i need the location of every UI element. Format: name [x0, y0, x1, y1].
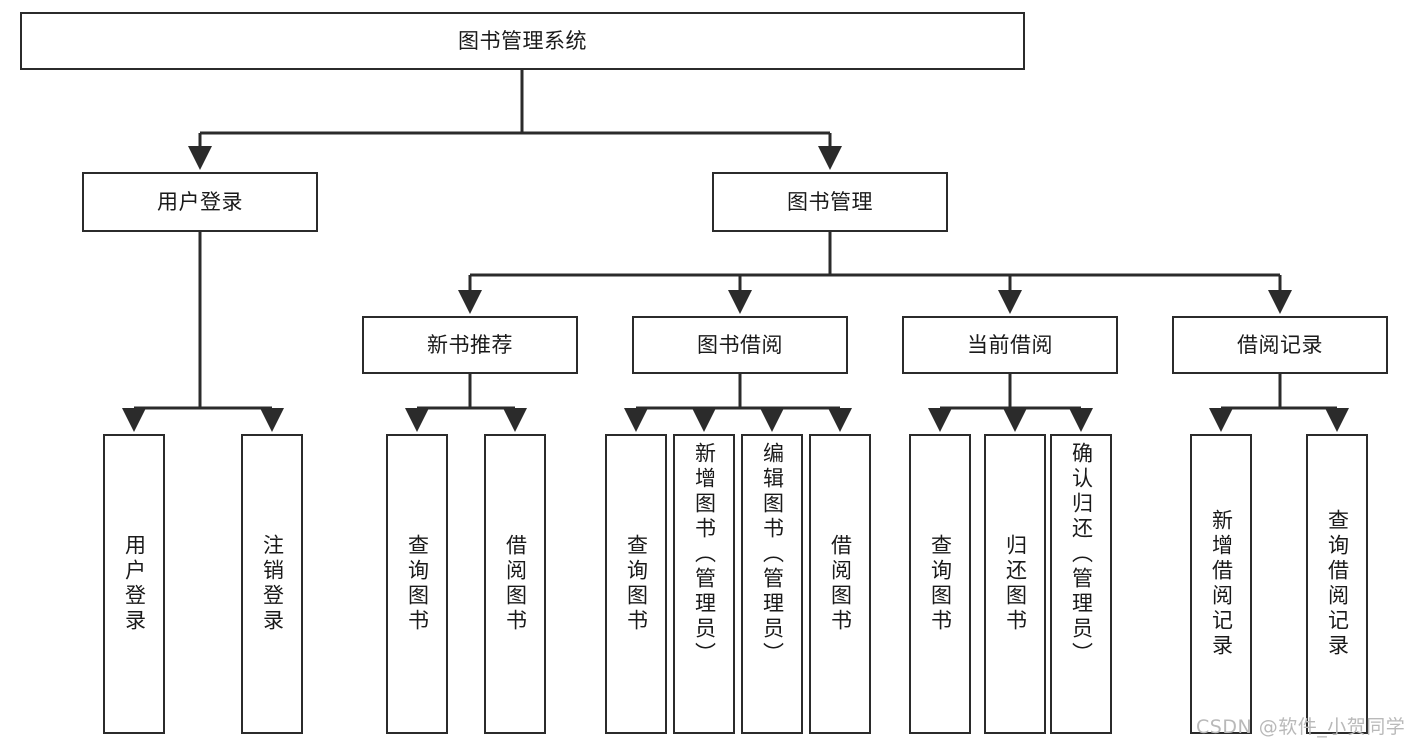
node-current-borrow-label: 当前借阅	[967, 332, 1053, 357]
leaf-query-book-bb[interactable]: 查询图书	[605, 434, 667, 734]
leaf-borrow-book-bb[interactable]: 借阅图书	[809, 434, 871, 734]
node-book-borrow-label: 图书借阅	[697, 332, 783, 357]
leaf-query-borrow-rec-label: 查询借阅记录	[1325, 509, 1350, 659]
node-user-login[interactable]: 用户登录	[82, 172, 318, 232]
leaf-user-logout-label: 注销登录	[260, 534, 285, 634]
leaf-edit-book[interactable]: 编辑图书（管理员）	[741, 434, 803, 734]
leaf-add-borrow-rec[interactable]: 新增借阅记录	[1190, 434, 1252, 734]
leaf-add-borrow-rec-label: 新增借阅记录	[1209, 509, 1234, 659]
node-root-label: 图书管理系统	[458, 28, 587, 53]
leaf-return-book[interactable]: 归还图书	[984, 434, 1046, 734]
leaf-query-book-rec[interactable]: 查询图书	[386, 434, 448, 734]
leaf-query-book-cb[interactable]: 查询图书	[909, 434, 971, 734]
node-root-system[interactable]: 图书管理系统	[20, 12, 1025, 70]
node-current-borrow[interactable]: 当前借阅	[902, 316, 1118, 374]
leaf-user-login[interactable]: 用户登录	[103, 434, 165, 734]
leaf-user-logout[interactable]: 注销登录	[241, 434, 303, 734]
node-new-book-rec[interactable]: 新书推荐	[362, 316, 578, 374]
leaf-edit-book-label: 编辑图书（管理员）	[760, 442, 785, 667]
csdn-watermark: CSDN @软件_小贺同学	[1196, 716, 1405, 738]
leaf-query-book-rec-label: 查询图书	[405, 534, 430, 634]
node-new-book-rec-label: 新书推荐	[427, 332, 513, 357]
node-user-login-label: 用户登录	[157, 189, 243, 214]
leaf-confirm-return-label: 确认归还（管理员）	[1069, 442, 1094, 667]
leaf-user-login-label: 用户登录	[122, 534, 147, 634]
node-borrow-record-label: 借阅记录	[1237, 332, 1323, 357]
leaf-query-book-cb-label: 查询图书	[928, 534, 953, 634]
node-borrow-record[interactable]: 借阅记录	[1172, 316, 1388, 374]
leaf-return-book-label: 归还图书	[1003, 534, 1028, 634]
leaf-borrow-book-rec[interactable]: 借阅图书	[484, 434, 546, 734]
leaf-borrow-book-bb-label: 借阅图书	[828, 534, 853, 634]
leaf-query-book-bb-label: 查询图书	[624, 534, 649, 634]
node-book-manage-label: 图书管理	[787, 189, 873, 214]
leaf-add-book[interactable]: 新增图书（管理员）	[673, 434, 735, 734]
leaf-add-book-label: 新增图书（管理员）	[692, 442, 717, 667]
node-book-manage[interactable]: 图书管理	[712, 172, 948, 232]
leaf-borrow-book-rec-label: 借阅图书	[503, 534, 528, 634]
node-book-borrow[interactable]: 图书借阅	[632, 316, 848, 374]
leaf-query-borrow-rec[interactable]: 查询借阅记录	[1306, 434, 1368, 734]
leaf-confirm-return[interactable]: 确认归还（管理员）	[1050, 434, 1112, 734]
